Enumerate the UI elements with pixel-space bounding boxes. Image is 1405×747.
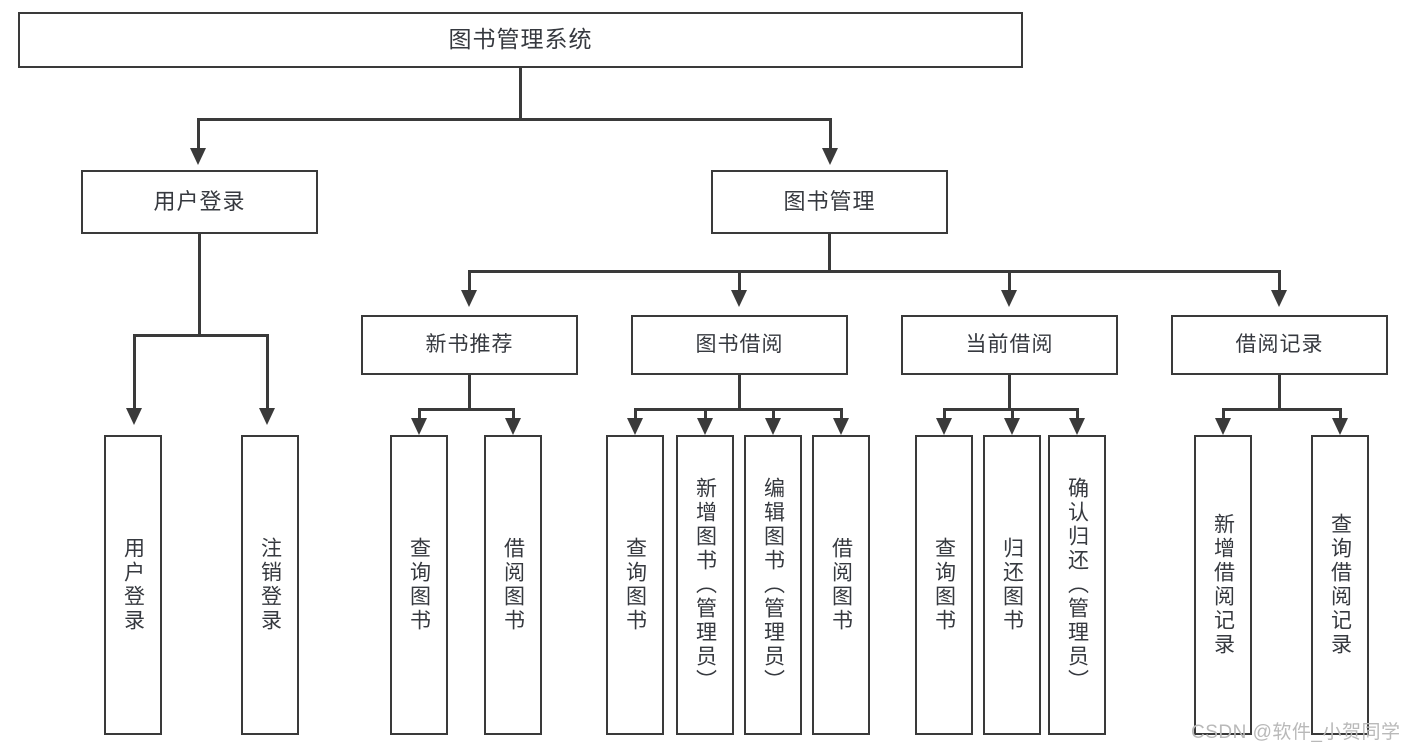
arrow-book-manage-to-l2-4 [1271,290,1287,307]
arrow-bb-to-leaf-1 [627,418,643,435]
node-label: 归还图书 [1000,537,1024,633]
node-label: 查询借阅记录 [1328,513,1352,657]
node-leaf-user-login[interactable]: 用户登录 [104,435,162,735]
node-label: 新增图书（管理员） [693,477,717,693]
arrow-root-to-book-manage [822,148,838,165]
connector-nbr-to-leaf-2 [512,408,515,420]
node-book-manage[interactable]: 图书管理 [711,170,948,234]
connector-current-borrow-stem [1008,375,1011,410]
node-label: 用户登录 [121,537,145,633]
connector-user-login-bar [133,334,268,337]
arrow-cb-to-leaf-3 [1069,418,1085,435]
connector-root-bar [197,118,831,121]
connector-root-to-book-manage [829,118,832,150]
arrow-user-login-to-leaf-1 [126,408,142,425]
node-user-login[interactable]: 用户登录 [81,170,318,234]
node-leaf-query-record[interactable]: 查询借阅记录 [1311,435,1369,735]
node-label: 查询图书 [932,537,956,633]
arrow-cb-to-leaf-1 [936,418,952,435]
connector-book-manage-stem [828,234,831,272]
node-root-system[interactable]: 图书管理系统 [18,12,1023,68]
csdn-watermark: CSDN @软件_小贺同学 [1191,722,1401,743]
arrow-book-manage-to-l2-1 [461,290,477,307]
node-leaf-query-book-1[interactable]: 查询图书 [390,435,448,735]
arrow-bb-to-leaf-3 [765,418,781,435]
node-label: 编辑图书（管理员） [761,477,785,693]
node-label: 借阅图书 [829,537,853,633]
connector-new-book-recommend-bar [418,408,515,411]
node-new-book-recommend[interactable]: 新书推荐 [361,315,578,375]
connector-book-borrow-stem [738,375,741,410]
arrow-nbr-to-leaf-1 [411,418,427,435]
node-leaf-add-record[interactable]: 新增借阅记录 [1194,435,1252,735]
connector-current-borrow-bar [943,408,1078,411]
connector-new-book-recommend-stem [468,375,471,410]
arrow-nbr-to-leaf-2 [505,418,521,435]
node-label: 新增借阅记录 [1211,513,1235,657]
arrow-br-to-leaf-2 [1332,418,1348,435]
connector-br-to-leaf-1 [1222,408,1225,420]
node-borrow-record[interactable]: 借阅记录 [1171,315,1388,375]
connector-book-manage-to-l2-4 [1278,270,1281,292]
connector-nbr-to-leaf-1 [418,408,421,420]
node-label: 图书管理 [783,188,876,214]
arrow-root-to-user-login [190,148,206,165]
connector-user-login-to-leaf-2 [266,334,269,410]
node-label: 查询图书 [623,537,647,633]
node-leaf-borrow-book-2[interactable]: 借阅图书 [812,435,870,735]
node-leaf-confirm-return[interactable]: 确认归还（管理员） [1048,435,1106,735]
node-label: 注销登录 [258,537,282,633]
connector-borrow-record-bar [1222,408,1341,411]
connector-root-to-user-login [197,118,200,150]
connector-bb-to-leaf-4 [840,408,843,420]
node-book-borrow[interactable]: 图书借阅 [631,315,848,375]
connector-root-stem [519,68,522,120]
connector-cb-to-leaf-2 [1011,408,1014,420]
connector-cb-to-leaf-1 [943,408,946,420]
node-label: 当前借阅 [965,332,1054,356]
connector-bb-to-leaf-3 [772,408,775,420]
node-leaf-edit-book[interactable]: 编辑图书（管理员） [744,435,802,735]
node-label: 用户登录 [153,188,246,214]
node-label: 图书借阅 [695,332,784,356]
connector-br-to-leaf-2 [1339,408,1342,420]
arrow-book-manage-to-l2-3 [1001,290,1017,307]
arrow-bb-to-leaf-2 [697,418,713,435]
connector-book-manage-to-l2-1 [468,270,471,292]
arrow-user-login-to-leaf-2 [259,408,275,425]
connector-bb-to-leaf-2 [704,408,707,420]
connector-cb-to-leaf-3 [1076,408,1079,420]
connector-book-manage-bar [468,270,1280,273]
connector-user-login-to-leaf-1 [133,334,136,410]
connector-bb-to-leaf-1 [634,408,637,420]
node-leaf-logout[interactable]: 注销登录 [241,435,299,735]
arrow-cb-to-leaf-2 [1004,418,1020,435]
node-label: 图书管理系统 [448,26,593,53]
connector-borrow-record-stem [1278,375,1281,410]
node-leaf-add-book[interactable]: 新增图书（管理员） [676,435,734,735]
connector-book-borrow-bar [634,408,842,411]
node-label: 借阅图书 [501,537,525,633]
arrow-book-manage-to-l2-2 [731,290,747,307]
node-leaf-query-book-3[interactable]: 查询图书 [915,435,973,735]
arrow-br-to-leaf-1 [1215,418,1231,435]
node-label: 查询图书 [407,537,431,633]
node-leaf-return-book[interactable]: 归还图书 [983,435,1041,735]
node-label: 确认归还（管理员） [1065,477,1089,693]
connector-book-manage-to-l2-2 [738,270,741,292]
node-label: 借阅记录 [1235,332,1324,356]
connector-user-login-stem [198,234,201,336]
node-current-borrow[interactable]: 当前借阅 [901,315,1118,375]
node-leaf-query-book-2[interactable]: 查询图书 [606,435,664,735]
connector-book-manage-to-l2-3 [1008,270,1011,292]
node-leaf-borrow-book-1[interactable]: 借阅图书 [484,435,542,735]
node-label: 新书推荐 [425,332,514,356]
arrow-bb-to-leaf-4 [833,418,849,435]
